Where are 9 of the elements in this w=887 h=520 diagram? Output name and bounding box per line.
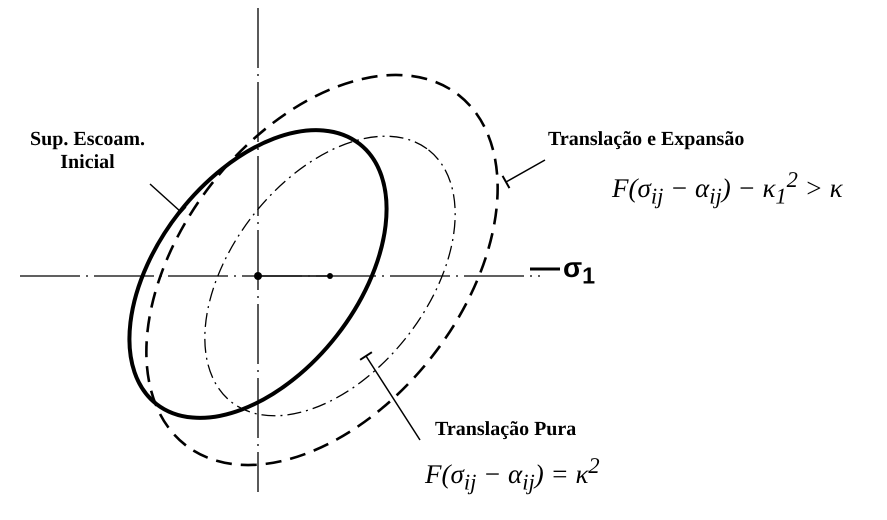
leader-line (360, 351, 421, 440)
surface-label: Sup. Escoam. Inicial (28, 128, 146, 174)
leader-line (150, 183, 186, 218)
surface-label: Translação e Expansão (548, 128, 744, 151)
axis-label: σ$_{1}$ (563, 252, 596, 290)
leader-line (502, 159, 546, 189)
surface-label: Translação Pura (435, 418, 576, 441)
formula: F(σ$_{ij}$ − α$_{ij}$) − κ$_{1}$$^{2}$ > κ (612, 167, 843, 210)
formula: F(σ$_{ij}$ − α$_{ij}$) = κ$^{2}$ (425, 453, 600, 496)
